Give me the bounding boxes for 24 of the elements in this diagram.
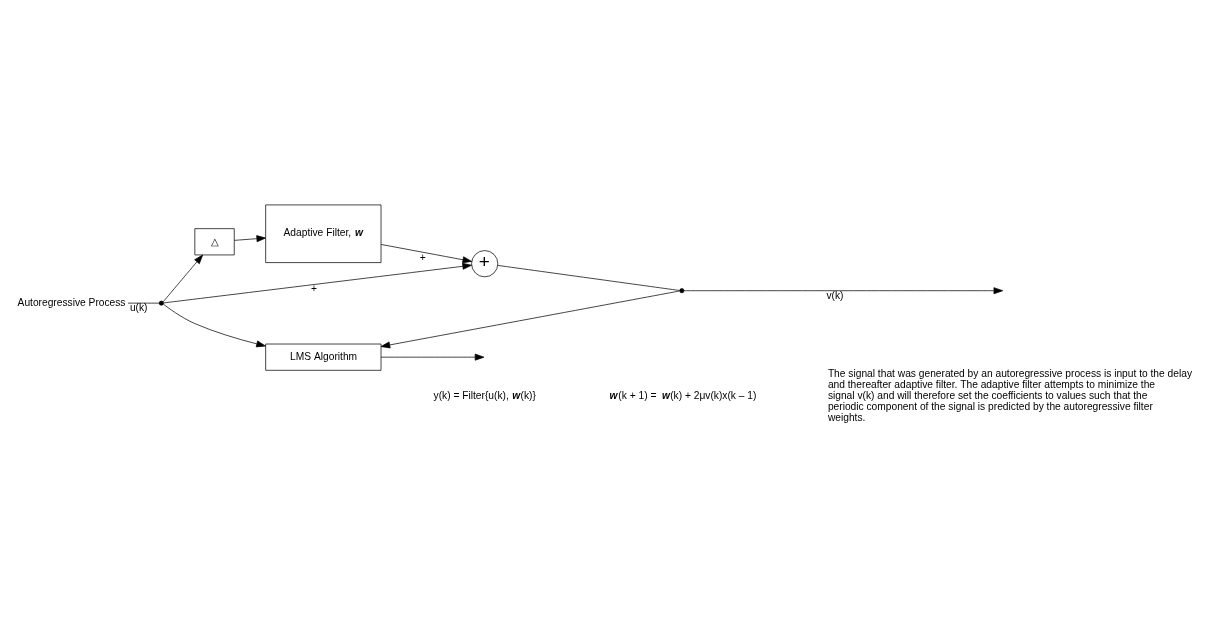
arrow bbox=[380, 243, 473, 263]
edge-label: + bbox=[311, 282, 318, 294]
node-circle bbox=[158, 300, 164, 306]
node-circle: + bbox=[471, 249, 499, 277]
node-box: Adaptive Filter, w bbox=[265, 204, 382, 263]
label: y(k) = Filter{u(k), w(k)} bbox=[433, 389, 536, 401]
arrow bbox=[380, 353, 485, 361]
arrow bbox=[234, 234, 266, 242]
arrow bbox=[162, 254, 203, 302]
arrow bbox=[380, 290, 680, 348]
label: w(k + 1) = w(k) + 2μv(k)x(k – 1) bbox=[609, 389, 757, 401]
node-circle bbox=[679, 287, 685, 293]
node-text: Autoregressive Process bbox=[17, 296, 126, 308]
node-box: △ bbox=[194, 227, 235, 255]
edge-label: u(k) bbox=[129, 301, 148, 313]
label: The signal that was generated by an autoregressive process is input to the delay and thereafter adaptive filter. The adaptive filter attempts to minimize the signal v(k) and will therefore set the coefficients to values such that the periodic component of the signal is predicted by the autoregressive filter weights. bbox=[827, 367, 1193, 423]
edge-label: v(k) bbox=[826, 289, 844, 301]
arrow bbox=[683, 286, 1004, 294]
arrow bbox=[162, 303, 266, 347]
edge-label: + bbox=[419, 251, 426, 263]
arrow bbox=[163, 262, 472, 303]
node-box: LMS Algorithm bbox=[265, 343, 382, 371]
connector bbox=[127, 302, 160, 303]
connector bbox=[497, 264, 680, 291]
